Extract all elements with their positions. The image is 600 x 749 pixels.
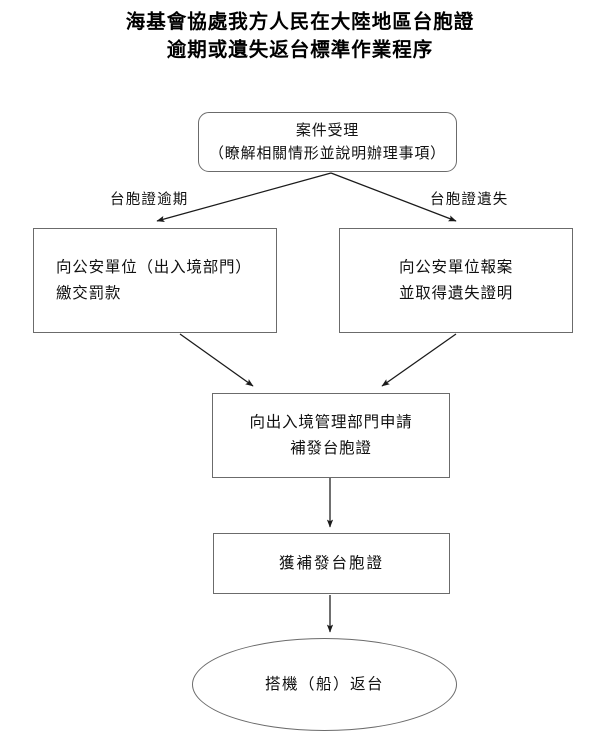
title-line-2: 逾期或遺失返台標準作業程序: [166, 37, 434, 61]
node-report-loss-public-security[interactable]: 向公安單位報案 並取得遺失證明: [339, 228, 573, 333]
edge-overdue-to-reapply: [179, 333, 254, 387]
page-title: 海基會協處我方人民在大陸地區台胞證 逾期或遺失返台標準作業程序: [0, 8, 600, 63]
node-apply-reissue-immigration-label: 向出入境管理部門申請 補發台胞證: [249, 413, 413, 457]
node-apply-reissue-immigration[interactable]: 向出入境管理部門申請 補發台胞證: [212, 393, 450, 478]
edge-label-overdue: 台胞證逾期: [110, 192, 189, 208]
node-permit-reissued[interactable]: 獲補發台胞證: [213, 533, 450, 594]
title-line-1: 海基會協處我方人民在大陸地區台胞證: [125, 10, 475, 33]
node-report-loss-public-security-label: 向公安單位報案 並取得遺失證明: [398, 258, 514, 302]
edge-lost-to-reapply: [381, 333, 457, 387]
edge-label-lost: 台胞證遺失: [430, 192, 509, 208]
node-permit-reissued-label: 獲補發台胞證: [278, 553, 384, 572]
node-return-to-taiwan[interactable]: 搭機（船）返台: [192, 638, 457, 731]
node-pay-fine-public-security-label: 向公安單位（出入境部門） 繳交罰款: [56, 258, 252, 302]
node-case-intake-label: 案件受理 （瞭解相關情形並說明辦理事項）: [208, 120, 446, 162]
node-pay-fine-public-security[interactable]: 向公安單位（出入境部門） 繳交罰款: [33, 228, 277, 333]
node-case-intake[interactable]: 案件受理 （瞭解相關情形並說明辦理事項）: [198, 112, 457, 172]
node-return-to-taiwan-label: 搭機（船）返台: [264, 674, 384, 693]
